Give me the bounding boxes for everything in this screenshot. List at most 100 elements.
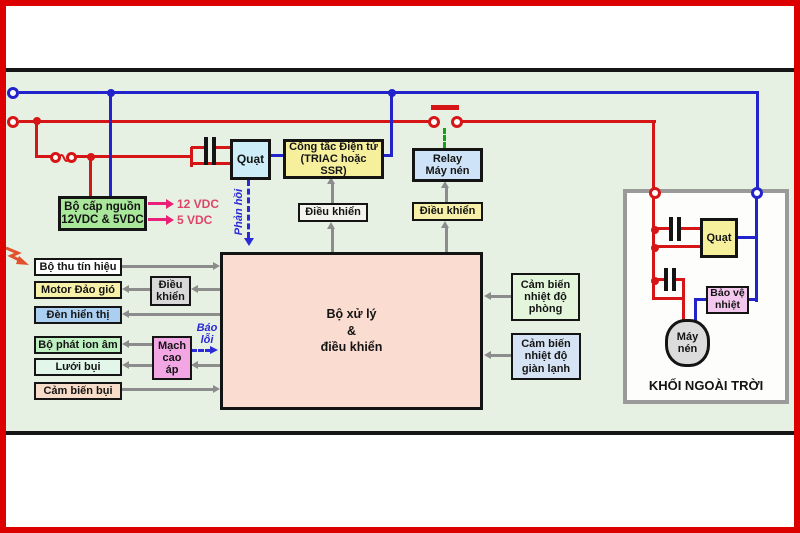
power-supply-blue-feed [109,93,112,196]
capacitor-icon [672,268,676,291]
arrowhead-icon [327,177,335,184]
compressor-wire [655,297,685,300]
signal-receiver-label: Bộ thu tín hiệu [39,260,117,273]
electronic-switch-box: Công tắc Điện tử (TRIAC hoặc SSR) [283,139,384,179]
outdoor-fan-wire [681,227,700,230]
feedback-label: Phản hồi [233,188,245,236]
swing-motor-box: Motor Đảo gió [34,281,122,299]
coil-temp-sensor-label: nhiệt độ [524,350,568,363]
arrowhead-icon [191,361,198,369]
compressor-wire [682,278,685,322]
outdoor-unit-title: KHỐI NGOÀI TRỜI [648,378,764,393]
arrowhead-icon [122,340,129,348]
indoor-fan-box: Quạt [230,139,271,180]
fan-cap-wire [191,162,231,165]
signal-receiver-box: Bộ thu tín hiệu [34,258,122,276]
5vdc-arrowhead-icon [166,215,174,225]
red-bus-wire [19,120,429,123]
capacitor-icon [669,217,673,241]
relay-label: Relay [432,152,463,165]
compressor-label: Máy [676,330,699,343]
coil-temp-sensor-label: giàn lạnh [521,362,571,375]
control-arrow [445,187,448,202]
compressor-motor: Máy nén [665,319,710,367]
room-temp-sensor-label: phòng [528,303,563,316]
junction-dot [33,117,41,125]
control-arrow [331,228,334,252]
power-supply-label: Bộ cấp nguồn [64,200,141,213]
relay-contact-terminal-icon [451,116,463,128]
switch-control-box: Điều khiển [298,203,368,222]
fan-switch-wire [270,154,283,157]
fan-cap-wire [216,146,231,149]
room-temp-sensor-label: Cảm biến [520,278,571,291]
switch-bus-wire [390,93,393,157]
coil-temp-sensor-box: Cảm biến nhiệt độ giàn lạnh [511,333,581,380]
fan-cap-wire [190,147,193,167]
room-temp-sensor-box: Cảm biến nhiệt độ phòng [511,273,580,321]
dust-filter-box: Lưới bụi [34,358,122,376]
control-arrow [331,183,334,203]
dust-sensor-label: Cảm biến bụi [43,384,113,397]
swing-motor-label: Motor Đảo gió [41,283,115,296]
relay-contact-blade-icon [431,105,459,110]
arrowhead-icon [122,361,129,369]
outdoor-fan-box: Quạt [700,218,738,258]
electronic-switch-label: (TRIAC hoặc SSR) [300,152,367,178]
arrowhead-icon [327,222,335,229]
error-report-label: Báo lỗi [196,322,218,347]
junction-dot [651,277,659,285]
fuse-lead-wire [37,155,52,158]
signal-arrow [122,388,214,391]
outdoor-red-terminal-icon [649,187,661,199]
arrowhead-icon [213,262,220,270]
relay-contact-terminal-icon [428,116,440,128]
outdoor-blue-terminal-icon [751,187,763,199]
processor-box: Bộ xử lý & điều khiển [220,252,483,410]
indoor-fan-label: Quạt [236,151,265,166]
thermal-protector-label: Bảo vệ [710,287,745,300]
hv-circuit-label: áp [165,364,179,377]
arrowhead-icon [441,221,449,228]
arrowhead-icon [484,351,491,359]
display-box: Đèn hiển thị [34,306,122,324]
thermal-protect-wire [748,298,757,301]
sensor-arrow [490,354,511,357]
arrowhead-icon [122,310,129,318]
12vdc-label: 12 VDC [177,197,220,211]
capacitor-icon [677,217,681,241]
relay-actuation-dashed-link [443,128,446,148]
signal-arrow [128,364,152,367]
error-dashed-arrow [191,349,211,352]
relay-control-box: Điều khiển [412,202,483,221]
dust-filter-label: Lưới bụi [55,360,101,373]
thermal-protector-box: Bảo vệ nhiệt [706,286,749,314]
signal-arrow [197,288,220,291]
thermal-protector-label: nhiệt [714,299,741,311]
feedback-arrowhead-icon [244,238,254,246]
thermal-protect-wire [695,298,706,301]
capacitor-icon [664,268,668,291]
relay-label: Máy nén [425,165,470,177]
electronic-switch-label: Công tắc Điện tử [289,140,378,153]
compressor-blue-wire [694,298,697,322]
display-label: Đèn hiển thị [46,308,110,321]
12vdc-arrowhead-icon [166,199,174,209]
arrowhead-icon [484,292,491,300]
signal-arrow [122,265,214,268]
blue-terminal-icon [7,87,19,99]
coil-temp-sensor-label: Cảm biến [521,338,571,351]
sensor-arrow [490,295,511,298]
error-arrowhead-icon [210,346,218,354]
power-supply-red-feed [89,157,92,196]
arrowhead-icon [213,385,220,393]
relay-control-label: Điều khiển [419,205,476,218]
outdoor-fan-label: Quạt [706,231,732,244]
power-supply-box: Bộ cấp nguồn 12VDC & 5VDC [58,196,147,231]
red-branch-wire [35,122,38,158]
outdoor-fan-wire [655,245,700,248]
fused-line-wire [74,155,192,158]
junction-dot [651,226,659,234]
motor-control-box: Điều khiển [150,276,191,306]
motor-control-label: Điều [158,278,183,291]
